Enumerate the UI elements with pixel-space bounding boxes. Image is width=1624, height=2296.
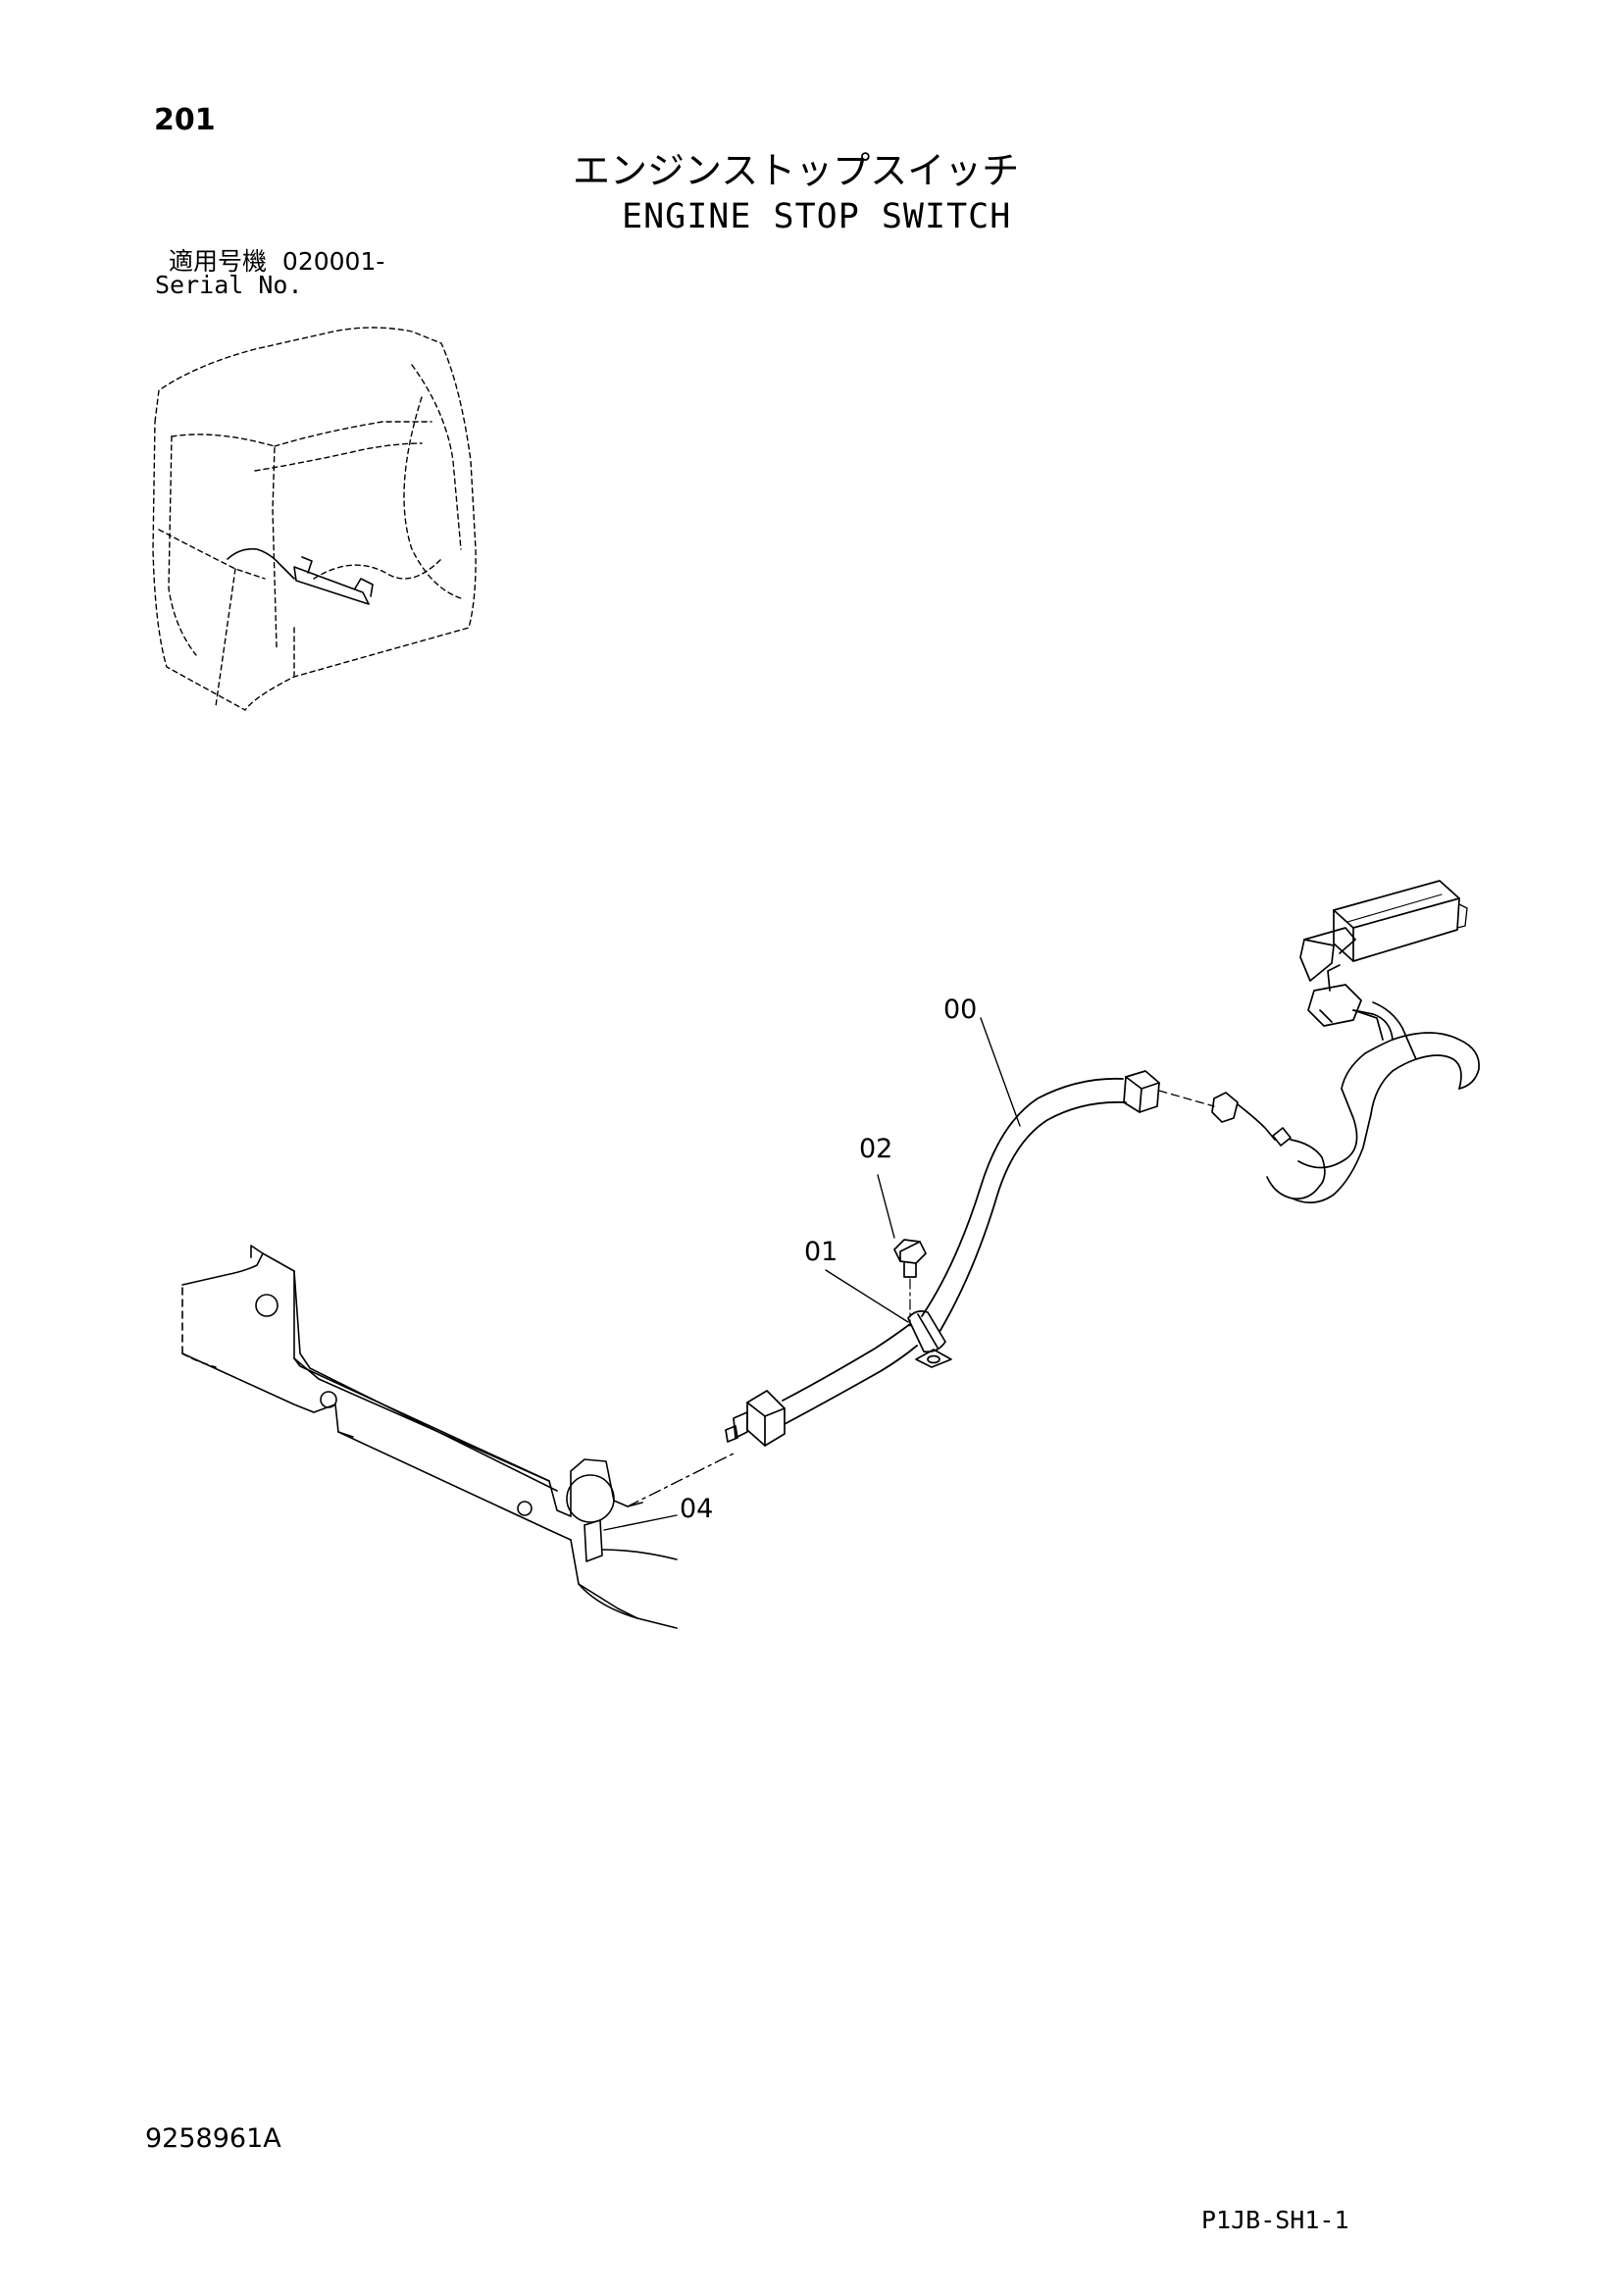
engine-stop-switch bbox=[725, 1390, 786, 1447]
callout-00: 00 bbox=[943, 995, 977, 1025]
installation-guide-line bbox=[627, 1453, 735, 1507]
callout-04: 04 bbox=[680, 1494, 713, 1524]
callout-01: 01 bbox=[804, 1237, 837, 1267]
document-number: 9258961A bbox=[145, 2123, 281, 2154]
sheet-code: P1JB-SH1-1 bbox=[1201, 2206, 1349, 2234]
page-number: 201 bbox=[154, 103, 216, 137]
console-frame bbox=[181, 1245, 678, 1629]
harness-cable bbox=[782, 1077, 1127, 1425]
label-plate bbox=[584, 1519, 678, 1562]
callout-02: 02 bbox=[859, 1134, 892, 1164]
serial-line: 適用号機 020001- bbox=[169, 249, 384, 274]
main-harness bbox=[1211, 927, 1480, 1203]
callout-leaders bbox=[603, 1017, 1021, 1531]
harness-connector bbox=[1123, 1070, 1215, 1113]
harness-clamp bbox=[907, 1310, 952, 1368]
serial-label-english: Serial No. bbox=[155, 271, 303, 299]
relay-box bbox=[1333, 880, 1468, 962]
serial-label-japanese: 適用号機 bbox=[169, 247, 268, 276]
title-japanese: エンジンストップスイッチ bbox=[573, 149, 1020, 192]
serial-range: 020001- bbox=[281, 247, 385, 276]
cab-overview-thumbnail bbox=[152, 327, 477, 711]
title-english: ENGINE STOP SWITCH bbox=[622, 197, 1012, 236]
bolt bbox=[893, 1239, 927, 1327]
cab-switch-detail bbox=[227, 547, 374, 605]
